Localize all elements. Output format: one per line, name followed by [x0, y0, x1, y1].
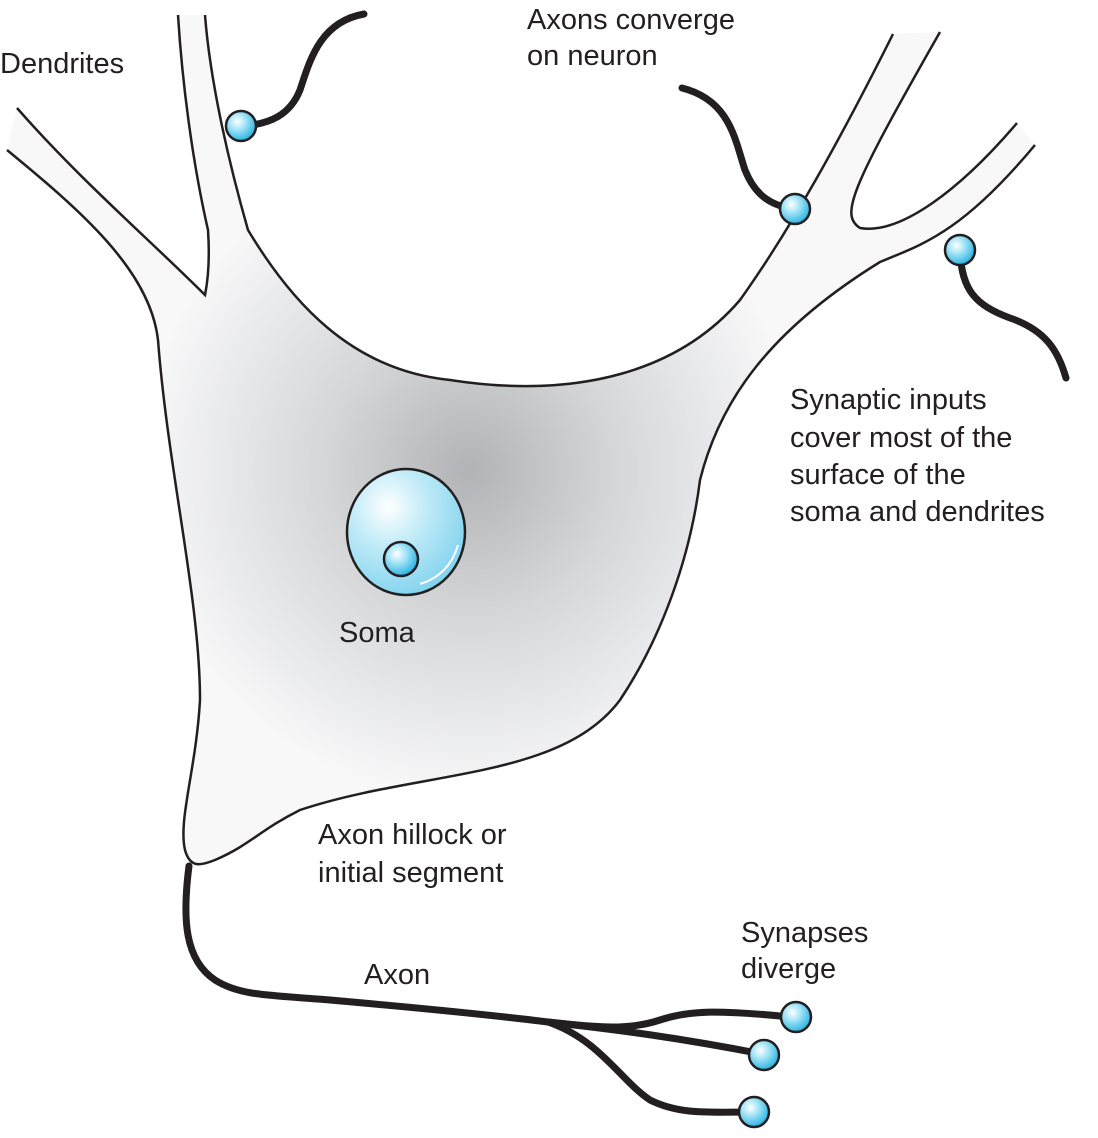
label-axons-converge-2: on neuron: [527, 40, 658, 72]
label-axon-hillock-2: initial segment: [318, 857, 503, 889]
axon-branch-lower: [544, 1018, 756, 1116]
label-synaptic-inputs-3: surface of the: [790, 459, 966, 491]
label-synaptic-inputs-1: Synaptic inputs: [790, 384, 987, 416]
neuron-cell-body: [7, 15, 1035, 865]
synapse-knob-right: [943, 233, 977, 267]
label-dendrites: Dendrites: [0, 48, 124, 80]
nucleolus: [382, 540, 420, 578]
synapse-knob-output-3: [737, 1095, 771, 1129]
synapse-knob-output-2: [747, 1038, 781, 1072]
axon: [182, 862, 794, 1031]
label-axon: Axon: [364, 959, 430, 991]
synapse-knob-top-left: [224, 109, 258, 143]
label-axons-converge-1: Axons converge: [527, 4, 735, 36]
label-synaptic-inputs-4: soma and dendrites: [790, 496, 1045, 528]
label-axon-hillock-1: Axon hillock or: [318, 819, 507, 851]
nucleus: [345, 467, 467, 597]
cell-outline-dendrite-inner-left: [16, 14, 211, 298]
label-synapses-diverge-1: Synapses: [741, 917, 868, 949]
incoming-axon-top-left: [239, 10, 368, 130]
synapse-knob-output-1: [779, 1000, 813, 1034]
cell-outline-dendrite-right: [850, 31, 1018, 230]
axon-branch-middle: [544, 1018, 766, 1058]
incoming-axon-top-right: [678, 84, 797, 213]
synapse-knob-top-right: [778, 192, 812, 226]
nucleus-highlight: [419, 544, 459, 585]
label-synaptic-inputs-2: cover most of the: [790, 422, 1012, 454]
label-soma: Soma: [339, 617, 416, 649]
cell-outline-left: [6, 144, 1036, 866]
incoming-axon-right: [956, 248, 1070, 382]
label-synapses-diverge-2: diverge: [741, 953, 836, 985]
